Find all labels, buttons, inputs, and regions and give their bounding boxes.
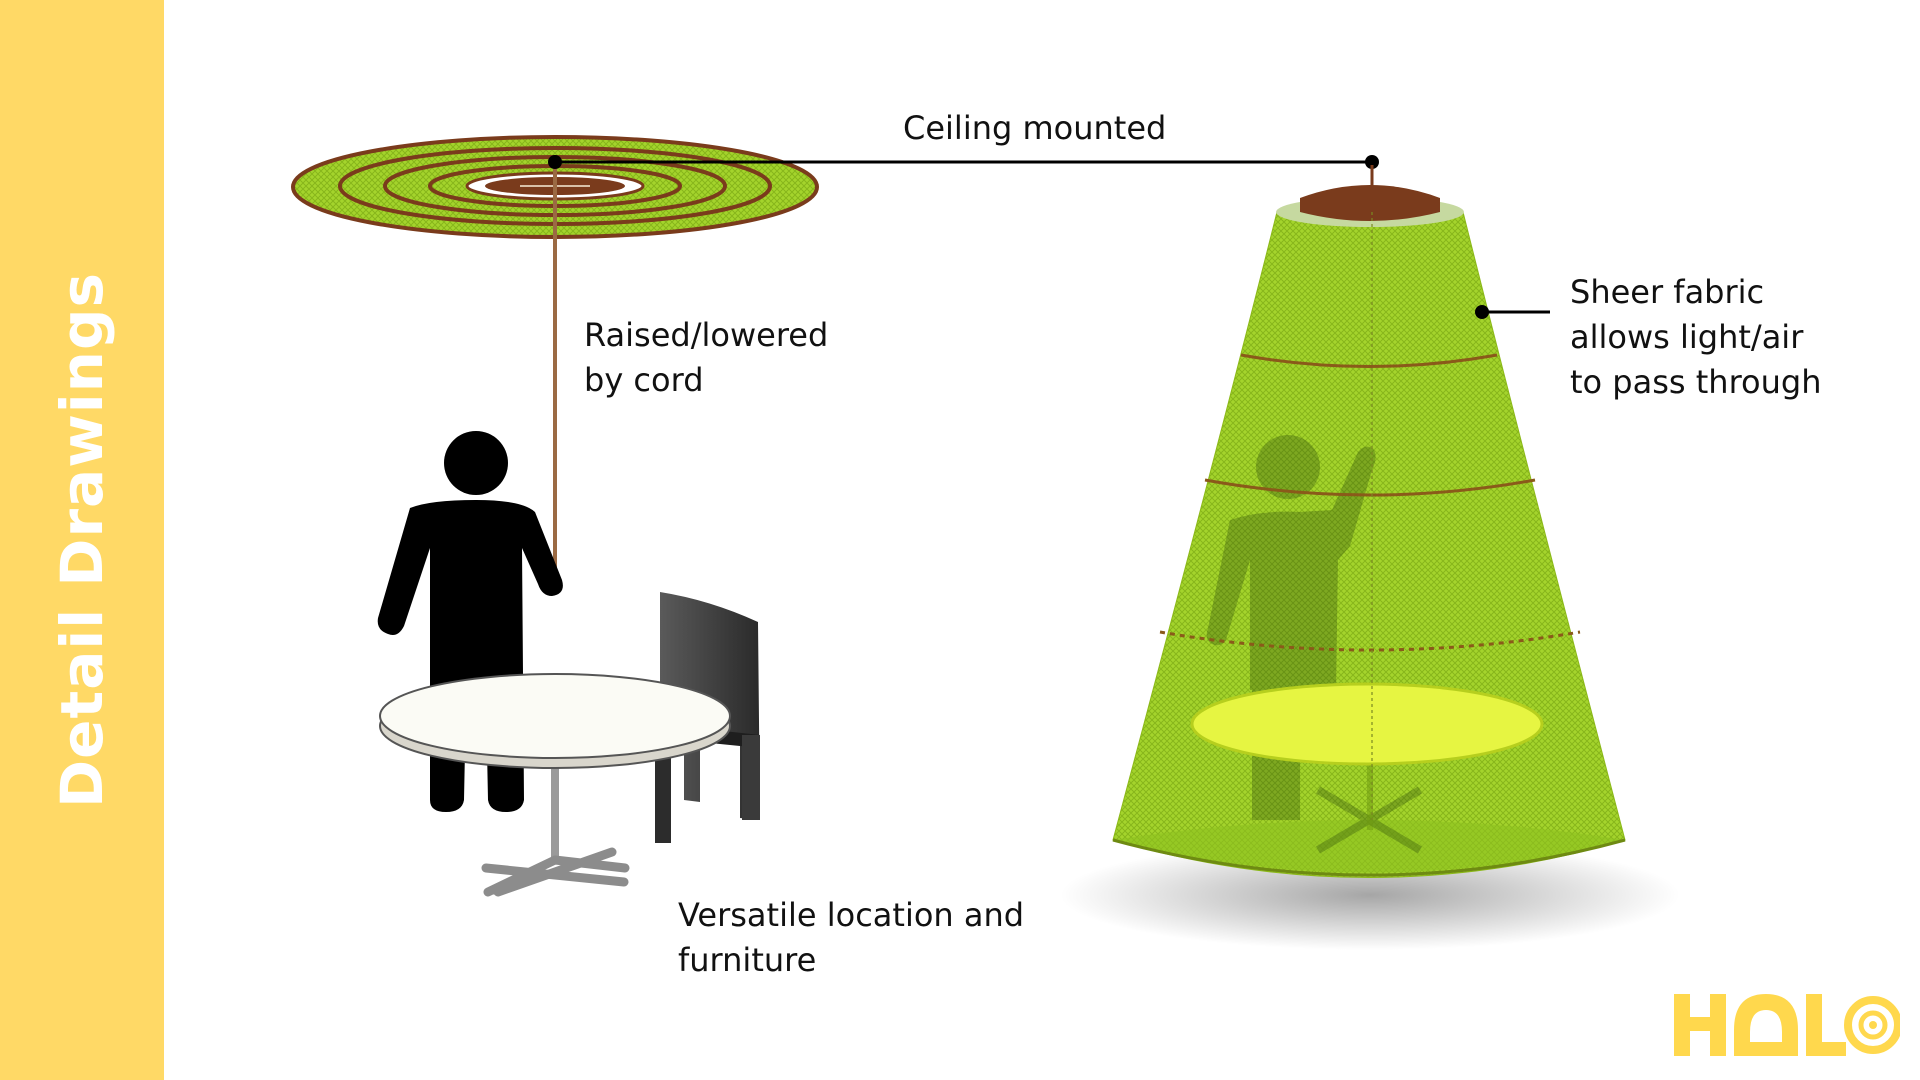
sidebar: Detail Drawings [0, 0, 164, 1080]
label-furniture: Versatile location and furniture [678, 896, 1025, 979]
ceiling-connector [548, 155, 1379, 169]
halo-logo [1674, 994, 1900, 1056]
label-cord: Raised/lowered by cord [584, 316, 829, 399]
label-ceiling-mounted: Ceiling mounted [903, 109, 1167, 147]
label-sheer-fabric: Sheer fabric allows light/air to pass th… [1570, 273, 1822, 401]
fabric-callout-leader [1475, 305, 1550, 319]
round-table [379, 673, 731, 897]
cone-canopy [1060, 165, 1680, 950]
